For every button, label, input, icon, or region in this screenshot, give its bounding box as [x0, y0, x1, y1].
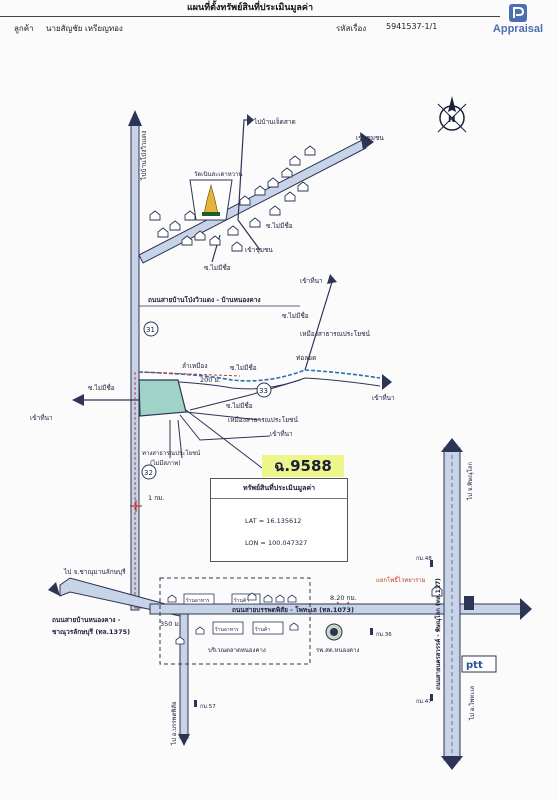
svg-text:33: 33 [259, 387, 268, 395]
svg-text:เหมืองสาธารณประโยชน์: เหมืองสาธารณประโยชน์ [300, 330, 370, 338]
svg-text:ถนนสายบ้านโป่งวิวแดง - บ้านหนอ: ถนนสายบ้านโป่งวิวแดง - บ้านหนองคาง [148, 295, 261, 304]
svg-text:ไป จ.ชาณุมานลักษบุรี: ไป จ.ชาณุมานลักษบุรี [63, 568, 126, 576]
route-badge-33: 33 [256, 382, 272, 398]
svg-text:บริเวณตลาดหนองคาง: บริเวณตลาดหนองคาง [208, 647, 266, 654]
svg-text:ไป อ.โพทะเล: ไป อ.โพทะเล [468, 685, 476, 721]
svg-text:เข้าชุมชน: เข้าชุมชน [245, 246, 273, 254]
svg-text:เข้าที่นา: เข้าที่นา [270, 429, 293, 438]
ptt-station-icon: ptt [461, 596, 497, 673]
svg-text:ลำเหมือง: ลำเหมือง [182, 362, 208, 370]
ref-label: รหัสเรื่อง [336, 24, 367, 33]
svg-text:เข้าชุมชน: เข้าชุมชน [356, 134, 384, 142]
distance-marker-1km [130, 500, 142, 512]
road-upper-diagonal [138, 132, 374, 264]
svg-text:8.20 กม.: 8.20 กม. [330, 594, 357, 602]
svg-text:200 ม.: 200 ม. [200, 376, 221, 384]
svg-text:เหมืองสาธารณประโยชน์: เหมืองสาธารณประโยชน์ [228, 416, 298, 424]
route-badge-32: 32 [141, 464, 157, 480]
property-parcel [138, 379, 187, 417]
map-labels: ไปบ้านโป่งวิวแดง ไปบ้านเจ็ดสาด เข้าชุมชน… [30, 117, 476, 746]
svg-text:ซ.ไม่มีชื่อ: ซ.ไม่มีชื่อ [230, 363, 257, 372]
svg-text:ptt: ptt [466, 660, 483, 671]
soi-lower-1 [189, 379, 301, 411]
road-to-ban-cherd [237, 114, 254, 221]
property-lat: LAT = 16.135612 [245, 517, 302, 525]
svg-text:(ไม่มีสภาพ): (ไม่มีสภาพ) [150, 459, 181, 467]
svg-text:เข้าที่นา: เข้าที่นา [30, 413, 53, 422]
page-title: แผนที่ตั้งทรัพย์สินที่ประเมินมูลค่า [0, 0, 500, 17]
svg-text:ไปบ้านโป่งวิวแดง: ไปบ้านโป่งวิวแดง [140, 131, 148, 181]
property-info-box: ทรัพย์สินที่ประเมินมูลค่า LAT = 16.13561… [210, 478, 348, 562]
soi-branch-1 [237, 219, 261, 251]
svg-text:เข้าที่นา: เข้าที่นา [372, 393, 395, 402]
svg-text:รพ.สต.หนองคาง: รพ.สต.หนองคาง [316, 647, 360, 654]
header-info-row: ลูกค้า นายสัญชัย เหรียญทอง รหัสเรื่อง 59… [0, 18, 500, 34]
svg-text:ร้านค้า: ร้านค้า [255, 626, 271, 633]
svg-text:ซ.ไม่มีชื่อ: ซ.ไม่มีชื่อ [204, 263, 231, 272]
appraisal-logo-text: Appraisal [492, 23, 544, 35]
svg-text:ซ.ไม่มีชื่อ: ซ.ไม่มีชื่อ [282, 311, 309, 320]
road-left-vertical [128, 110, 142, 611]
svg-text:วัดเนินสะเดาหวาน: วัดเนินสะเดาหวาน [194, 171, 243, 178]
shop-labels: ร้านอาหาร ร้านค้า ร้านอาหาร ร้านค้า [186, 597, 271, 633]
route-badge-31: 31 [143, 321, 159, 337]
svg-text:ร้านอาหาร: ร้านอาหาร [215, 626, 239, 633]
road-to-field-right [304, 274, 337, 371]
km-posts [194, 560, 433, 707]
svg-text:แยกโพธิ์ไวทยาราม: แยกโพธิ์ไวทยาราม [376, 575, 426, 584]
svg-text:ไปบ้านเจ็ดสาด: ไปบ้านเจ็ดสาด [253, 117, 296, 126]
property-deed-tag: ฉ.9588 [262, 455, 344, 477]
property-box-title: ทรัพย์สินที่ประเมินมูลค่า [211, 479, 347, 499]
road-right-vertical [441, 438, 463, 770]
svg-text:ทางสาธารณประโยชน์: ทางสาธารณประโยชน์ [142, 449, 200, 457]
svg-text:เข้าที่นา: เข้าที่นา [300, 276, 323, 285]
road-to-field-left [72, 394, 139, 406]
road-main-lower [149, 598, 532, 620]
svg-text:ไป จ.พิษณุโลก: ไป จ.พิษณุโลก [466, 461, 474, 501]
svg-text:ร้านอาหาร: ร้านอาหาร [186, 597, 210, 604]
compass-icon: N [437, 96, 467, 133]
appraisal-logo: Appraisal [478, 4, 558, 48]
public-way-line-2 [177, 419, 183, 459]
svg-text:ซ.ไม่มีชื่อ: ซ.ไม่มีชื่อ [226, 401, 253, 410]
svg-text:กม.57: กม.57 [200, 704, 216, 710]
customer-name: นายสัญชัย เหรียญทอง [46, 24, 123, 33]
svg-text:กม.36: กม.36 [376, 632, 392, 638]
soi-lower-3 [179, 414, 271, 441]
market-area [159, 577, 311, 665]
svg-text:ร้านค้า: ร้านค้า [234, 597, 250, 604]
svg-text:350 ม.: 350 ม. [160, 620, 181, 628]
svg-text:ซ.ไม่มีชื่อ: ซ.ไม่มีชื่อ [88, 383, 115, 392]
svg-text:ท่อลอด: ท่อลอด [296, 354, 316, 362]
svg-text:ชาณุวรลักษบุรี (ทล.1375): ชาณุวรลักษบุรี (ทล.1375) [52, 628, 130, 636]
soi-lower-2 [185, 411, 261, 421]
shops [183, 593, 284, 635]
compass-letter: N [448, 115, 456, 125]
property-lon: LON = 100.047327 [245, 539, 308, 547]
road-lower-vertical [178, 613, 190, 746]
temple-icon [189, 179, 233, 221]
customer-label: ลูกค้า [14, 24, 34, 33]
svg-text:ซ.ไม่มีชื่อ: ซ.ไม่มีชื่อ [266, 221, 293, 230]
svg-text:31: 31 [146, 326, 155, 334]
svg-text:1 กม.: 1 กม. [148, 494, 165, 502]
tag-pointer-line [185, 409, 263, 469]
market-houses [167, 592, 299, 645]
hospital-icon [325, 623, 343, 641]
ref-number: 5941537-1/1 [386, 22, 438, 31]
svg-text:ไป อ.บรรพตพิสัย: ไป อ.บรรพตพิสัย [170, 702, 178, 746]
svg-text:ถนนสายบ้านหนองคาง -: ถนนสายบ้านหนองคาง - [52, 615, 121, 624]
svg-text:ถนนสายนครสวรรค์ - พิษณุโลก (ทล: ถนนสายนครสวรรค์ - พิษณุโลก (ทล.117) [434, 578, 442, 690]
houses-cluster [149, 145, 316, 252]
junction-temple-icon [431, 584, 443, 597]
svg-text:กม.48: กม.48 [416, 556, 432, 562]
appraisal-logo-icon [509, 4, 527, 22]
svg-text:ถนนสายบรรพตพิสัย - โพทะเล (ทล.: ถนนสายบรรพตพิสัย - โพทะเล (ทล.1073) [232, 605, 354, 614]
svg-text:กม.47: กม.47 [416, 699, 432, 705]
svg-text:32: 32 [144, 469, 153, 477]
